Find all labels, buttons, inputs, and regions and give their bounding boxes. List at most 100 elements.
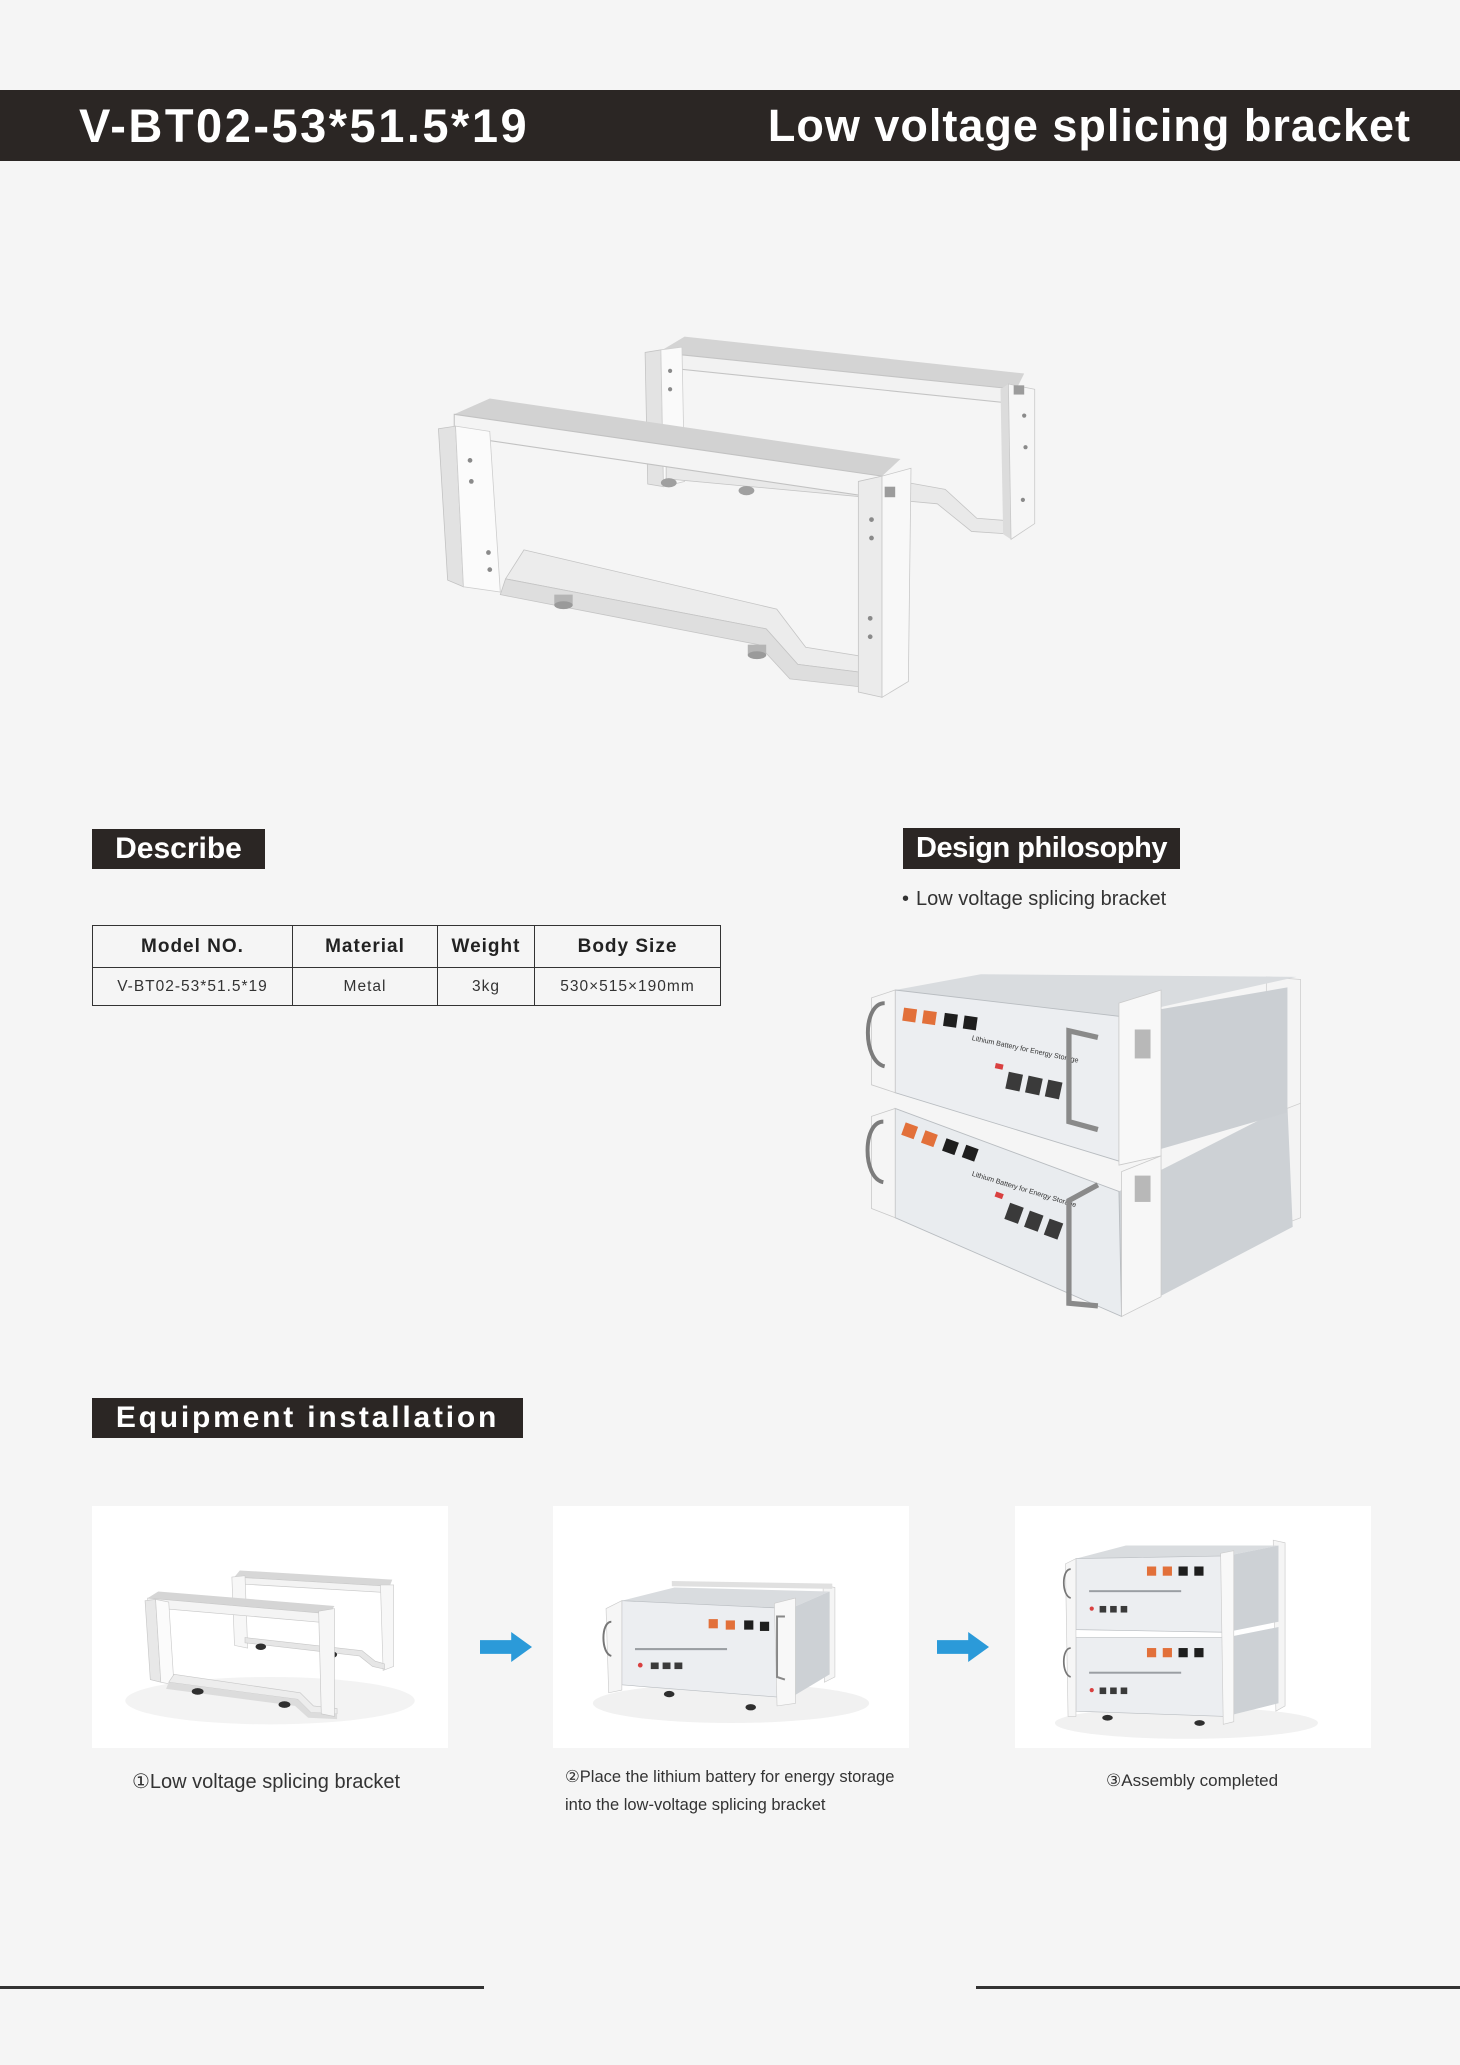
terminal-negative	[1178, 1648, 1188, 1658]
footer-divider-right	[976, 1986, 1460, 1989]
arrow-right-icon	[480, 1632, 532, 1662]
battery-top-surface	[895, 974, 1297, 1017]
floor-shadow	[1054, 1707, 1318, 1739]
back-bracket-foot	[738, 486, 755, 496]
comm-port	[1024, 1210, 1044, 1232]
left-handle	[602, 1620, 612, 1657]
battery-side	[1225, 1545, 1279, 1633]
step-2-illustration	[592, 1580, 870, 1724]
front-bracket-hinge	[884, 486, 896, 498]
front-bracket	[438, 398, 912, 699]
terminal-positive	[921, 1010, 937, 1026]
list-item: Low voltage splicing bracket	[902, 887, 1166, 911]
terminal-positive	[1162, 1566, 1172, 1576]
terminal-negative	[961, 1144, 979, 1162]
installation-heading: Equipment installation	[92, 1398, 523, 1438]
table-row: V-BT02-53*51.5*19 Metal 3kg 530×515×190m…	[92, 967, 721, 1006]
terminal-negative	[943, 1012, 958, 1028]
front-bracket-right-upright-edge	[857, 475, 883, 698]
battery-unit-bottom: Lithium Battery for Energy Storage	[865, 1094, 1301, 1318]
left-bracket-plate	[605, 1600, 623, 1694]
status-indicator	[994, 1062, 1004, 1070]
comm-port	[662, 1662, 671, 1670]
bracket-top-face	[147, 1591, 335, 1614]
terminal-positive	[902, 1007, 918, 1023]
bracket-foot	[278, 1701, 291, 1708]
terminal-negative	[744, 1620, 754, 1630]
mount-hole	[486, 550, 491, 555]
right-handle	[776, 1615, 786, 1681]
terminal-positive	[1146, 1648, 1157, 1658]
battery-unit-top: Lithium Battery for Energy Storage	[866, 974, 1301, 1166]
comm-port	[1099, 1687, 1107, 1695]
step-1-caption: ①Low voltage splicing bracket	[132, 1771, 401, 1793]
back-bracket-top-bar	[671, 1580, 833, 1589]
terminal-negative	[1194, 1648, 1204, 1658]
mount-hole	[1020, 497, 1025, 502]
right-bracket-plate	[1220, 1550, 1235, 1725]
right-handle	[1066, 1027, 1099, 1133]
model-number: V-BT02-53*51.5*19	[79, 99, 530, 152]
back-bracket-top-face	[658, 336, 1025, 390]
left-handle	[1062, 1568, 1072, 1599]
terminal-negative	[942, 1138, 959, 1156]
mount-hole	[667, 387, 673, 392]
comm-port	[1099, 1605, 1107, 1613]
terminal-negative	[1178, 1566, 1188, 1576]
back-bracket-right-upright	[1007, 383, 1036, 541]
bracket-top-face	[234, 1570, 393, 1587]
mount-hole	[487, 567, 493, 572]
comm-port	[1110, 1605, 1117, 1613]
mount-hole	[867, 615, 873, 621]
comm-port	[1110, 1687, 1117, 1695]
front-bracket	[144, 1591, 338, 1720]
label-strip	[1089, 1590, 1182, 1593]
comm-port	[674, 1662, 683, 1670]
left-handle	[865, 1119, 885, 1185]
bracket-product-image	[438, 336, 1036, 699]
column-header-body-size: Body Size	[534, 925, 721, 968]
mount-hole	[867, 634, 873, 640]
front-bracket-right-upright	[881, 467, 912, 699]
describe-heading: Describe	[92, 829, 265, 869]
bracket-right-upright	[380, 1584, 394, 1671]
step-3-illustration	[1054, 1539, 1318, 1739]
right-mount-ear	[1121, 1155, 1162, 1318]
spec-table: Model NO. Material Weight Body Size V-BT…	[92, 925, 721, 1006]
bracket-foot	[663, 1690, 675, 1698]
comm-port	[1005, 1071, 1024, 1092]
bracket-bottom-bar-front	[166, 1682, 338, 1720]
back-bracket	[644, 336, 1036, 541]
mount-hole	[1022, 413, 1027, 418]
latch	[1134, 1029, 1151, 1059]
terminal-positive	[901, 1122, 919, 1140]
back-bracket-hinge	[1013, 385, 1025, 395]
step-2-image	[553, 1506, 909, 1748]
design-philosophy-heading: Design philosophy	[903, 828, 1180, 869]
step-2-caption: ②Place the lithium battery for energy st…	[565, 1763, 894, 1819]
stacked-battery-image: Lithium Battery for Energy Storage Lithi…	[865, 974, 1301, 1318]
left-mount-ear	[871, 1107, 896, 1219]
battery-side	[1225, 1627, 1279, 1717]
terminal-negative	[759, 1621, 770, 1631]
design-bullet-list: Low voltage splicing bracket	[902, 887, 1166, 911]
step-3-caption: ③Assembly completed	[1106, 1771, 1279, 1790]
right-mount-ear	[1118, 989, 1162, 1166]
battery-side	[1118, 1105, 1293, 1317]
column-header-model: Model NO.	[92, 925, 293, 968]
left-bracket-plate	[1065, 1558, 1077, 1717]
back-bracket-right-upright-edge	[1000, 384, 1012, 540]
back-bracket-holes	[667, 368, 1028, 502]
mount-hole	[869, 535, 874, 541]
floor-shadow	[592, 1683, 870, 1724]
mount-hole	[468, 479, 474, 484]
battery-side	[790, 1591, 830, 1699]
status-indicator	[637, 1662, 643, 1668]
battery-unit-top	[1075, 1545, 1279, 1633]
label-strip	[634, 1648, 728, 1651]
front-bracket-foot-cap	[554, 601, 573, 610]
terminal-negative	[962, 1015, 978, 1031]
terminal-positive	[920, 1130, 938, 1148]
arrow-right-icon	[937, 1632, 989, 1662]
arrow-shape	[937, 1632, 989, 1662]
